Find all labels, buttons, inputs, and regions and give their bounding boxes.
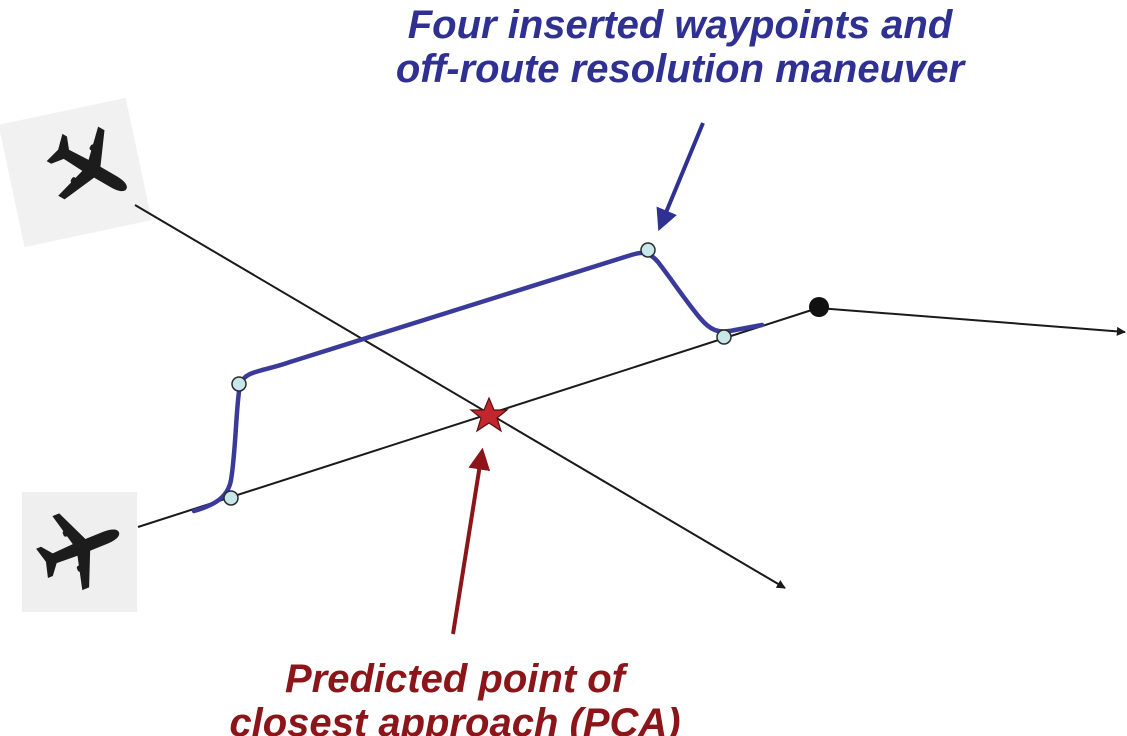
aircraft-backdrop-top (0, 97, 152, 248)
route-turn-point (809, 297, 829, 317)
route-line-aircraft-1 (134, 204, 786, 589)
maneuver-caption-line-2: off-route resolution maneuver (395, 47, 965, 91)
maneuver-pointer-arrow (656, 122, 705, 232)
pca-caption-line-2: closest approach (PCA) (229, 701, 681, 736)
waypoint-marker (223, 490, 239, 506)
waypoint-marker (231, 376, 247, 392)
maneuver-caption-line-1: Four inserted waypoints and (407, 3, 953, 47)
star-icon (469, 396, 509, 433)
route-line-aircraft-2 (137, 307, 819, 528)
waypoint-marker (716, 329, 732, 345)
pca-caption-line-1: Predicted point of (285, 657, 625, 701)
waypoint-marker (640, 242, 656, 258)
resolution-path (191, 250, 765, 514)
pca-caption: Predicted point of closest approach (PCA… (55, 657, 855, 736)
pca-pointer-arrow (451, 447, 491, 635)
route-line-continuation (817, 307, 1126, 336)
maneuver-caption: Four inserted waypoints and off-route re… (280, 3, 1080, 91)
